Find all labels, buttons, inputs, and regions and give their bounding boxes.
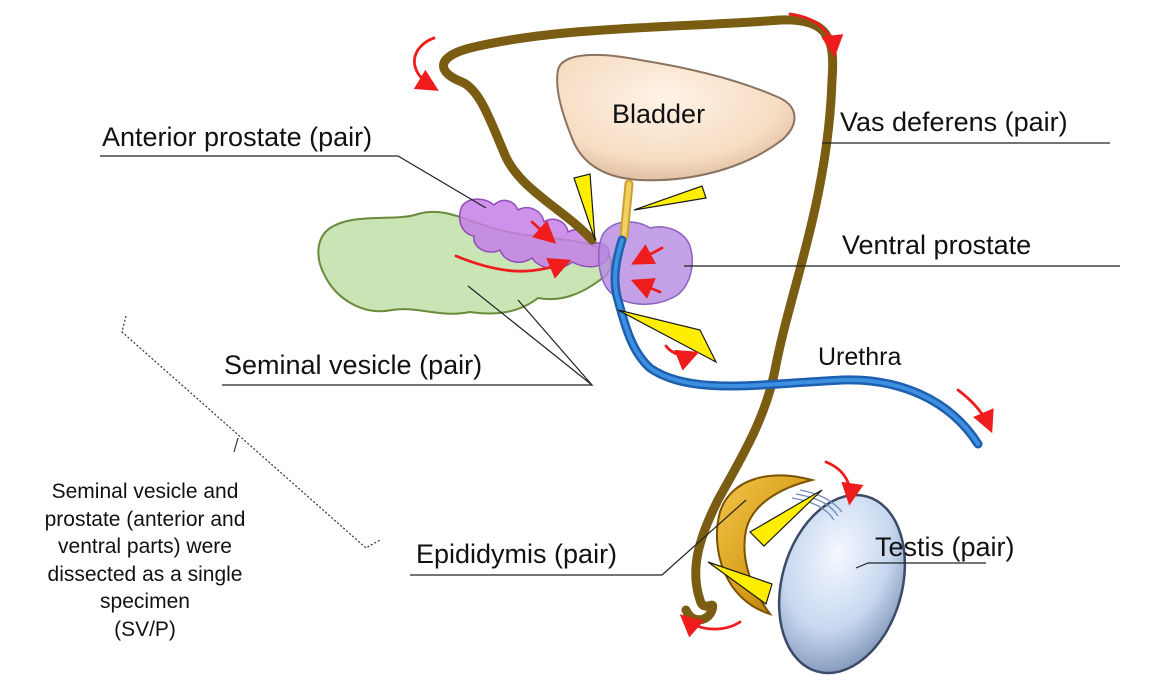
label-seminal-vesicle: Seminal vesicle (pair) xyxy=(224,350,482,380)
testis-shape xyxy=(759,480,925,684)
label-epididymis: Epididymis (pair) xyxy=(416,539,617,569)
bladder-neck xyxy=(624,184,629,236)
label-bladder: Bladder xyxy=(612,99,705,129)
label-ventral-prostate: Ventral prostate xyxy=(842,230,1031,260)
note-line: dissected as a single xyxy=(0,561,290,589)
label-anterior-prostate: Anterior prostate (pair) xyxy=(102,122,372,152)
label-urethra: Urethra xyxy=(818,343,901,371)
note-line: Seminal vesicle and xyxy=(0,478,290,506)
leader-anterior-prostate xyxy=(100,156,486,208)
label-testis: Testis (pair) xyxy=(875,532,1015,562)
note-line: prostate (anterior and xyxy=(0,506,290,534)
dissection-note: Seminal vesicle and prostate (anterior a… xyxy=(0,478,290,643)
note-line: specimen xyxy=(0,588,290,616)
pointer-bladder-neck-right xyxy=(634,186,706,210)
note-line: ventral parts) were xyxy=(0,533,290,561)
label-vas-deferens: Vas deferens (pair) xyxy=(840,107,1068,137)
note-line: (SV/P) xyxy=(0,616,290,644)
flow-arrow-epididymis-head xyxy=(826,462,850,500)
flow-arrow-vas-top-left xyxy=(414,38,434,88)
leader-seminal-vesicle-branch xyxy=(518,300,592,385)
